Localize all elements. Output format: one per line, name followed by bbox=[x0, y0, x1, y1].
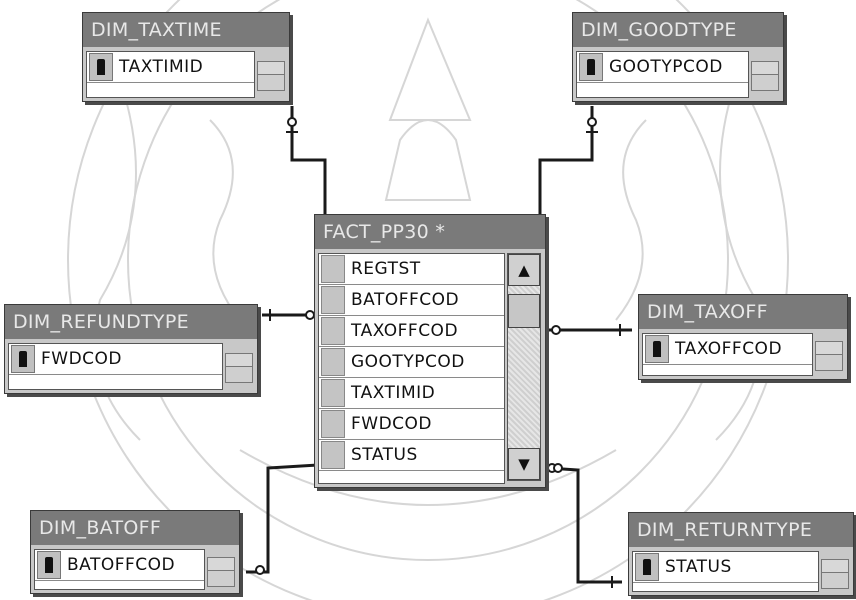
scroll-up-button[interactable] bbox=[752, 62, 778, 75]
rel-end-taxtime bbox=[288, 118, 296, 126]
column-name: TAXOFFCOD bbox=[675, 339, 782, 359]
scroll-up-button[interactable]: ▲ bbox=[508, 254, 540, 286]
table-columns: TAXOFFCOD bbox=[642, 333, 813, 376]
row-selector[interactable] bbox=[321, 441, 345, 469]
scroll-up-button[interactable] bbox=[822, 560, 848, 573]
table-dim-batoff[interactable]: DIM_BATOFF BATOFFCOD bbox=[30, 510, 240, 594]
column-row[interactable]: TAXOFFCOD bbox=[319, 316, 504, 347]
rel-returntype-fact bbox=[548, 468, 622, 582]
table-dim-taxtime[interactable]: DIM_TAXTIME TAXTIMID bbox=[82, 12, 290, 102]
scroll-up-button[interactable] bbox=[258, 62, 284, 75]
rel-end-taxoff bbox=[552, 326, 560, 334]
primary-key-icon bbox=[89, 53, 113, 81]
scroll-up-button[interactable] bbox=[816, 342, 842, 355]
scrollbar[interactable] bbox=[257, 61, 285, 91]
row-selector[interactable] bbox=[321, 317, 345, 345]
table-title[interactable]: DIM_REFUNDTYPE bbox=[5, 305, 257, 339]
table-columns: BATOFFCOD bbox=[34, 549, 205, 590]
row-selector[interactable] bbox=[321, 379, 345, 407]
column-row[interactable]: STATUS bbox=[633, 552, 818, 583]
table-title[interactable]: DIM_RETURNTYPE bbox=[629, 513, 853, 547]
column-row[interactable]: BATOFFCOD bbox=[35, 550, 204, 581]
column-name: REGTST bbox=[351, 259, 421, 279]
table-columns: FWDCOD bbox=[8, 343, 223, 390]
primary-key-icon bbox=[635, 553, 659, 581]
table-title[interactable]: DIM_GOODTYPE bbox=[573, 13, 783, 47]
table-dim-goodtype[interactable]: DIM_GOODTYPE GOOTYPCOD bbox=[572, 12, 784, 102]
scrollbar[interactable] bbox=[821, 559, 849, 589]
vertical-scrollbar[interactable]: ▲ ▼ bbox=[507, 253, 541, 481]
column-row[interactable]: FWDCOD bbox=[319, 409, 504, 440]
table-fact-pp30[interactable]: FACT_PP30 * REGTST BATOFFCOD TAXOFFCOD G… bbox=[314, 214, 546, 488]
table-dim-taxoff[interactable]: DIM_TAXOFF TAXOFFCOD bbox=[638, 294, 848, 380]
table-title[interactable]: FACT_PP30 * bbox=[315, 215, 545, 249]
table-columns: STATUS bbox=[632, 551, 819, 592]
rel-end-batoff-dim bbox=[256, 566, 264, 574]
column-row[interactable]: STATUS bbox=[319, 440, 504, 471]
table-columns: GOOTYPCOD bbox=[576, 51, 749, 98]
scrollbar[interactable] bbox=[751, 61, 779, 91]
rel-end-refundtype bbox=[306, 311, 314, 319]
primary-key-icon bbox=[645, 335, 669, 363]
scrollbar[interactable] bbox=[207, 557, 235, 587]
column-name: TAXTIMID bbox=[351, 383, 435, 403]
primary-key-icon bbox=[37, 551, 61, 579]
arrow-down-icon: ▼ bbox=[518, 455, 530, 473]
column-name: GOOTYPCOD bbox=[351, 352, 465, 372]
column-name: BATOFFCOD bbox=[351, 290, 459, 310]
column-name: GOOTYPCOD bbox=[609, 57, 723, 77]
rel-goodtype-fact bbox=[540, 106, 592, 215]
arrow-up-icon: ▲ bbox=[518, 261, 530, 279]
table-dim-returntype[interactable]: DIM_RETURNTYPE STATUS bbox=[628, 512, 854, 596]
rel-batoff-fact bbox=[246, 465, 318, 572]
scroll-thumb[interactable] bbox=[508, 294, 540, 328]
table-title[interactable]: DIM_TAXOFF bbox=[639, 295, 847, 329]
table-title[interactable]: DIM_BATOFF bbox=[31, 511, 239, 545]
column-name: STATUS bbox=[665, 557, 732, 577]
column-row[interactable]: FWDCOD bbox=[9, 344, 222, 375]
row-selector[interactable] bbox=[321, 348, 345, 376]
rel-end-batoff bbox=[548, 464, 556, 472]
table-columns: REGTST BATOFFCOD TAXOFFCOD GOOTYPCOD TAX… bbox=[318, 253, 505, 484]
column-row[interactable]: REGTST bbox=[319, 254, 504, 285]
column-name: TAXOFFCOD bbox=[351, 321, 458, 341]
column-name: BATOFFCOD bbox=[67, 555, 175, 575]
row-selector[interactable] bbox=[321, 255, 345, 283]
column-name: FWDCOD bbox=[41, 349, 122, 369]
column-row[interactable]: GOOTYPCOD bbox=[319, 347, 504, 378]
column-name: FWDCOD bbox=[351, 414, 432, 434]
table-columns: TAXTIMID bbox=[86, 51, 255, 98]
scrollbar[interactable] bbox=[815, 341, 843, 371]
primary-key-icon bbox=[11, 345, 35, 373]
rel-taxtime-fact bbox=[292, 106, 325, 215]
rel-end-returntype bbox=[554, 464, 562, 472]
column-row[interactable]: TAXOFFCOD bbox=[643, 334, 812, 365]
scroll-up-button[interactable] bbox=[208, 558, 234, 571]
column-row[interactable]: GOOTYPCOD bbox=[577, 52, 748, 83]
column-row[interactable]: TAXTIMID bbox=[319, 378, 504, 409]
column-name: TAXTIMID bbox=[119, 57, 203, 77]
column-name: STATUS bbox=[351, 445, 418, 465]
primary-key-icon bbox=[579, 53, 603, 81]
rel-end-goodtype bbox=[588, 118, 596, 126]
scroll-up-button[interactable] bbox=[226, 354, 252, 367]
row-selector[interactable] bbox=[321, 286, 345, 314]
column-row[interactable]: BATOFFCOD bbox=[319, 285, 504, 316]
scrollbar[interactable] bbox=[225, 353, 253, 383]
scroll-down-button[interactable]: ▼ bbox=[508, 448, 540, 480]
column-row[interactable]: TAXTIMID bbox=[87, 52, 254, 83]
table-dim-refundtype[interactable]: DIM_REFUNDTYPE FWDCOD bbox=[4, 304, 258, 394]
row-selector[interactable] bbox=[321, 410, 345, 438]
table-title[interactable]: DIM_TAXTIME bbox=[83, 13, 289, 47]
